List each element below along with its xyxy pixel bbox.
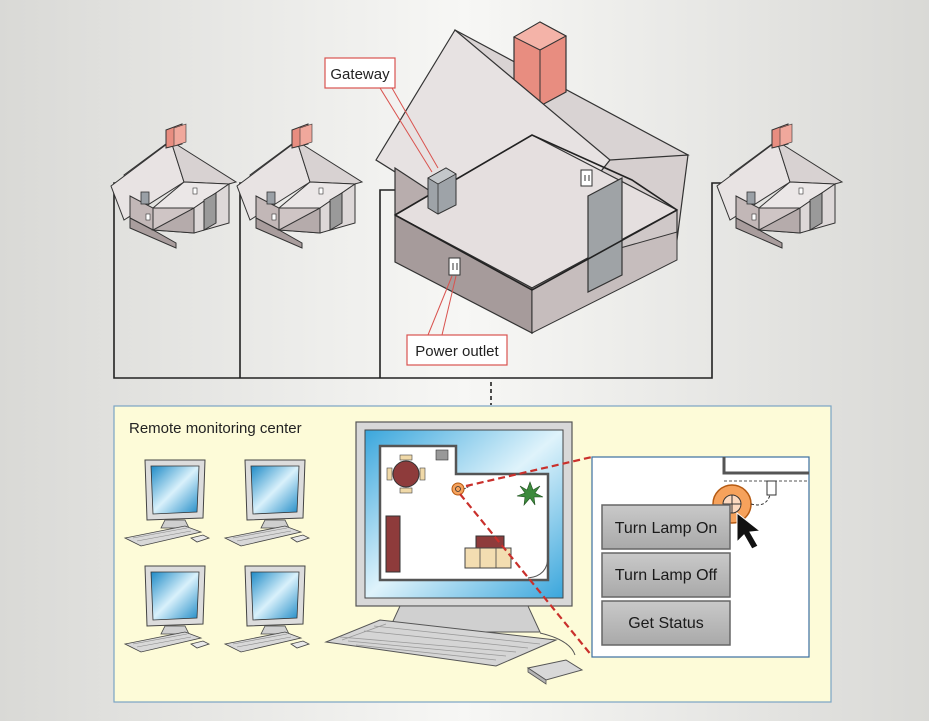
power-outlet-icon [448,257,461,276]
zoom-indicator [459,455,593,657]
panel-title: Remote monitoring center [129,420,302,437]
mouse-cursor-icon [736,511,762,550]
main-house [375,21,690,335]
turn-lamp-off-button[interactable]: Turn Lamp Off [601,552,731,598]
lamp-icon[interactable] [451,482,465,496]
gateway-callout: Gateway [324,57,439,173]
turn-lamp-on-label: Turn Lamp On [615,520,718,537]
gateway-label: Gateway [330,66,390,83]
get-status-label: Get Status [628,615,704,632]
gateway-device [427,167,457,215]
monitoring-center-panel: Remote monitoring center [113,405,832,703]
floor-plan [378,444,550,582]
power-outlet-label: Power outlet [415,343,499,360]
turn-lamp-off-label: Turn Lamp Off [615,567,718,584]
turn-lamp-on-button[interactable]: Turn Lamp On [601,504,731,550]
power-outlet-callout: Power outlet [406,275,508,366]
get-status-button[interactable]: Get Status [601,600,731,646]
